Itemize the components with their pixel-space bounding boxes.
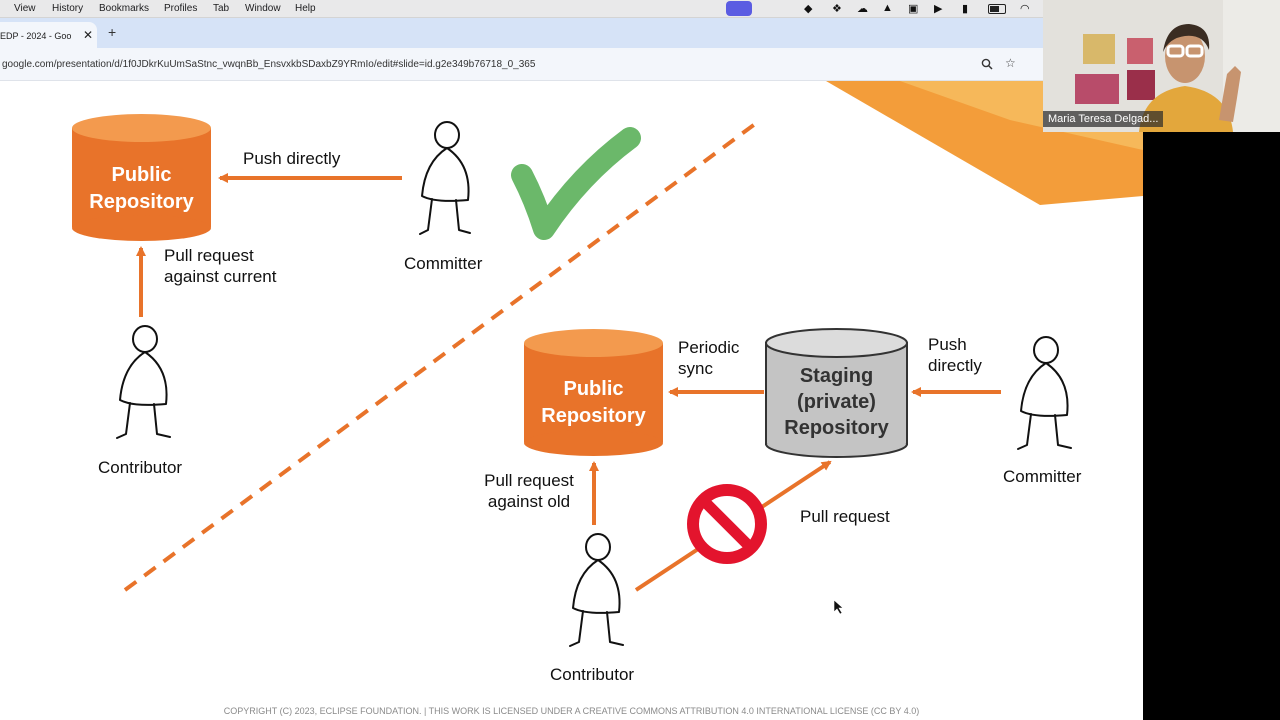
vlc-icon[interactable]: ▲ bbox=[882, 2, 893, 14]
participant-video-frame bbox=[1043, 0, 1280, 132]
committer-top-label: Committer bbox=[404, 254, 483, 273]
close-icon[interactable]: ✕ bbox=[83, 28, 94, 42]
star-icon[interactable]: ☆ bbox=[1005, 56, 1016, 70]
menu-history[interactable]: History bbox=[52, 3, 84, 14]
top-repository-cylinder bbox=[72, 114, 211, 241]
menu-view[interactable]: View bbox=[14, 3, 36, 14]
push-directly-top-label: Push directly bbox=[243, 149, 341, 168]
committer-right-label: Committer bbox=[1003, 467, 1082, 486]
tab-bar: EDP - 2024 - Goo ✕ + bbox=[0, 18, 1043, 48]
staging-repository-cylinder bbox=[765, 328, 908, 458]
bottom-repository-label: Public Repository bbox=[541, 378, 646, 427]
prohibited-icon bbox=[687, 484, 767, 564]
menu-bar: View History Bookmarks Profiles Tab Wind… bbox=[0, 0, 1043, 18]
top-repository-label: Public Repository bbox=[89, 164, 194, 213]
committer-right-figure bbox=[1017, 336, 1072, 450]
contributor-bottom-figure bbox=[569, 533, 624, 647]
wall-art bbox=[1075, 74, 1119, 104]
menu-window[interactable]: Window bbox=[245, 3, 281, 14]
wall-art bbox=[1127, 70, 1155, 100]
dropbox-icon[interactable]: ❖ bbox=[832, 3, 842, 15]
search-icon[interactable] bbox=[981, 58, 993, 70]
participant-name: Maria Teresa Delgad... bbox=[1043, 111, 1164, 127]
clipboard-icon[interactable]: ▮ bbox=[962, 3, 969, 15]
menu-help[interactable]: Help bbox=[295, 3, 316, 14]
contributor-left-label: Contributor bbox=[98, 458, 183, 477]
contributor-bottom-label: Contributor bbox=[550, 665, 635, 684]
menu-tab[interactable]: Tab bbox=[213, 3, 230, 14]
participant-video[interactable] bbox=[1043, 0, 1280, 132]
tab-presentation[interactable]: EDP - 2024 - Goo ✕ bbox=[0, 22, 97, 48]
wifi-icon[interactable]: ◠ bbox=[1020, 3, 1030, 15]
participant-hand bbox=[1219, 66, 1241, 122]
wall-art bbox=[1127, 38, 1153, 64]
location-icon[interactable]: ◆ bbox=[804, 3, 813, 15]
diagram bbox=[72, 81, 1143, 647]
wall-art bbox=[1083, 34, 1115, 64]
contributor-left-figure bbox=[116, 325, 171, 439]
url-text[interactable]: google.com/presentation/d/1f0JDkrKuUmSaS… bbox=[2, 59, 536, 70]
new-tab-button[interactable]: + bbox=[108, 24, 117, 40]
dashed-divider bbox=[123, 122, 757, 592]
video-sidebar bbox=[1143, 132, 1280, 720]
committer-top-figure bbox=[419, 121, 471, 235]
copyright-footer: COPYRIGHT (C) 2023, ECLIPSE FOUNDATION. … bbox=[223, 706, 920, 716]
tab-title: EDP - 2024 - Goo bbox=[0, 31, 72, 41]
pull-request-label: Pull request bbox=[800, 507, 890, 526]
menu-profiles[interactable]: Profiles bbox=[164, 3, 198, 14]
staging-repository-label: Staging (private) Repository bbox=[784, 365, 889, 439]
pull-request-old-label: Pull request against old bbox=[484, 471, 574, 511]
window-icon[interactable]: ▣ bbox=[908, 3, 919, 15]
bottom-repository-cylinder bbox=[524, 329, 663, 456]
slide-canvas: Public Repository Public Repository Stag… bbox=[0, 81, 1143, 720]
screen-share-icon[interactable] bbox=[726, 1, 752, 16]
battery-icon[interactable] bbox=[988, 4, 1006, 14]
menu-bookmarks[interactable]: Bookmarks bbox=[99, 3, 150, 14]
mouse-cursor-icon bbox=[833, 599, 844, 615]
play-icon[interactable]: ▶ bbox=[934, 3, 943, 15]
address-bar[interactable]: google.com/presentation/d/1f0JDkrKuUmSaS… bbox=[0, 48, 1043, 81]
cloud-icon[interactable]: ☁ bbox=[857, 3, 868, 15]
periodic-sync-label: Periodic sync bbox=[678, 338, 740, 378]
pull-request-current-label: Pull request against current bbox=[164, 246, 277, 286]
check-icon bbox=[511, 127, 641, 240]
push-directly-right-label: Push directly bbox=[928, 335, 982, 375]
participant-face bbox=[1165, 29, 1205, 83]
